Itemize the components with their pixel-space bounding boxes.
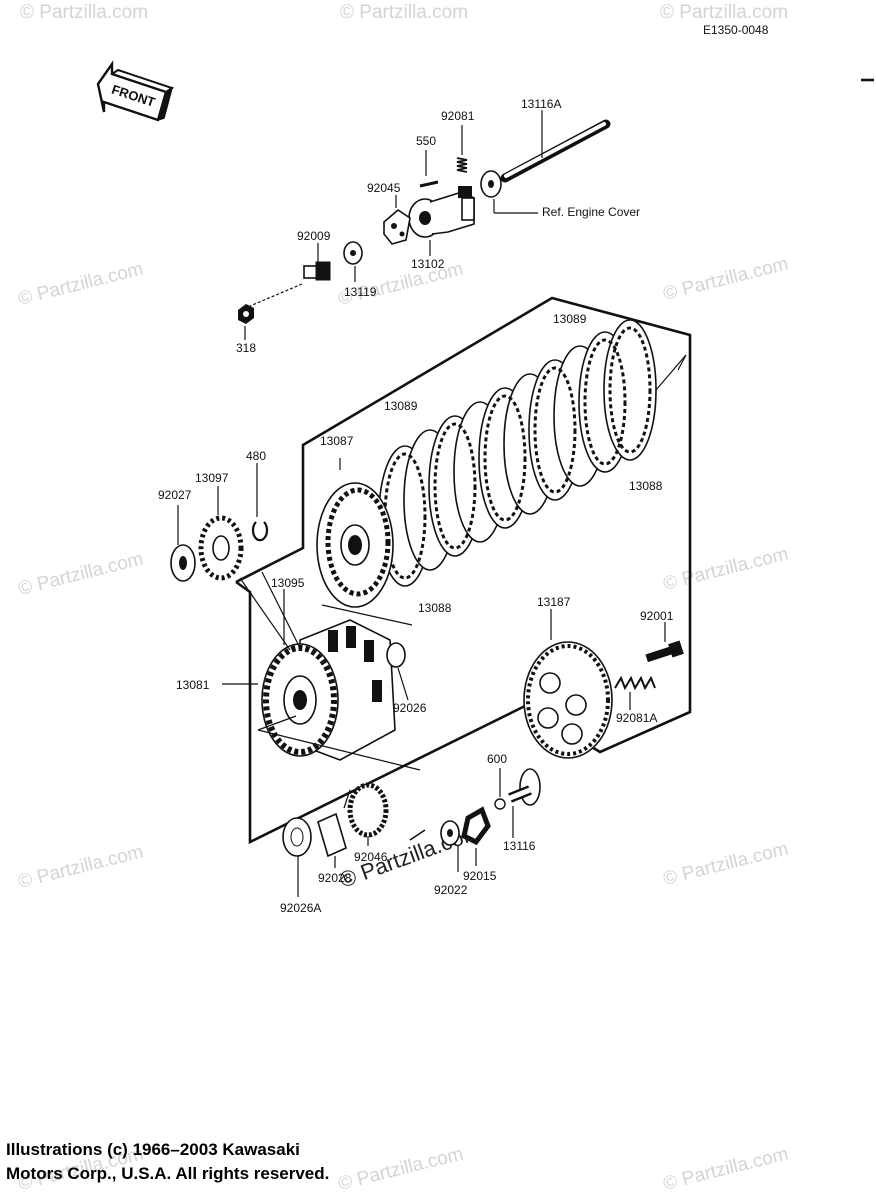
part-label-13089: 13089 — [384, 399, 418, 413]
part-label-92026: 92026 — [393, 701, 427, 715]
release-lever — [408, 186, 475, 256]
watermark: © Partzilla.com — [16, 842, 145, 893]
copyright-notice: Illustrations (c) 1966–2003 Kawasaki Mot… — [6, 1138, 329, 1186]
front-arrow-icon: FRONT — [96, 60, 175, 122]
spring-icon — [456, 125, 468, 173]
clutch-spring-icon — [614, 675, 656, 710]
part-label-92028: 92028 — [318, 871, 352, 885]
push-rod — [500, 110, 611, 183]
part-label-92045: 92045 — [367, 181, 401, 195]
part-label-92046: 92046 — [354, 850, 388, 864]
oil-pump-gear — [198, 486, 244, 581]
watermark: © Partzilla.com — [661, 1144, 790, 1195]
adjust-screw — [249, 243, 331, 307]
clutch-group-outline — [235, 296, 692, 845]
part-label-13116a: 13116A — [521, 97, 561, 111]
ref-engine-cover: Ref. Engine Cover — [542, 205, 640, 219]
lock-nut — [238, 304, 254, 340]
watermark: © Partzilla.com — [16, 549, 145, 600]
copyright-line-1: Illustrations (c) 1966–2003 Kawasaki — [6, 1140, 300, 1159]
thrust-washer — [170, 505, 196, 582]
part-label-13097: 13097 — [195, 471, 229, 485]
pin — [419, 180, 439, 188]
watermark: © Partzilla.com — [340, 2, 468, 23]
retainer-plate — [383, 195, 411, 245]
part-label-92009: 92009 — [297, 229, 331, 243]
watermark: © Partzilla.com — [20, 2, 148, 23]
clutch-plate-stack — [378, 319, 687, 587]
plate-washer — [343, 241, 363, 282]
part-label-318: 318 — [236, 341, 256, 355]
part-label-92022: 92022 — [434, 883, 468, 897]
part-label-13116: 13116 — [503, 839, 536, 853]
watermark: © Partzilla.com — [661, 839, 790, 890]
clutch-bolt — [645, 622, 684, 663]
part-label-92081: 92081 — [441, 109, 475, 123]
part-label-13089: 13089 — [553, 312, 587, 326]
part-label-92015: 92015 — [463, 869, 497, 883]
circlip — [251, 463, 269, 542]
part-label-600: 600 — [487, 752, 507, 766]
watermark: © Partzilla.com — [660, 2, 788, 23]
part-label-13088: 13088 — [418, 601, 452, 615]
lower-bearing-parts — [282, 768, 541, 897]
watermark: © Partzilla.com — [661, 544, 790, 595]
part-labels: 92081 13116A 550 92045 13102 92009 13119… — [158, 97, 674, 915]
part-label-13087: 13087 — [320, 434, 354, 448]
part-label-13187: 13187 — [537, 595, 571, 609]
part-label-480: 480 — [246, 449, 266, 463]
part-label-13102: 13102 — [411, 257, 445, 271]
part-label-13119: 13119 — [344, 285, 377, 299]
part-label-550: 550 — [416, 134, 436, 148]
part-label-13088: 13088 — [629, 479, 663, 493]
spacer — [386, 642, 409, 701]
watermark: © Partzilla.com — [336, 1144, 465, 1195]
part-label-92026a: 92026A — [280, 901, 321, 915]
watermark: © Partzilla.com — [16, 259, 145, 310]
watermark: © Partzilla.com — [661, 254, 790, 305]
clutch-housing — [222, 571, 421, 771]
part-label-13095: 13095 — [271, 576, 305, 590]
part-label-92081a: 92081A — [616, 711, 657, 725]
pressure-plate — [523, 609, 613, 759]
part-label-92027: 92027 — [158, 488, 192, 502]
diagram-code: E1350-0048 — [703, 23, 769, 37]
watermarks: © Partzilla.com © Partzilla.com © Partzi… — [16, 2, 790, 1195]
part-label-92001: 92001 — [640, 609, 674, 623]
part-label-13081: 13081 — [176, 678, 210, 692]
clutch-hub — [316, 458, 394, 608]
copyright-line-2: Motors Corp., U.S.A. All rights reserved… — [6, 1164, 330, 1183]
